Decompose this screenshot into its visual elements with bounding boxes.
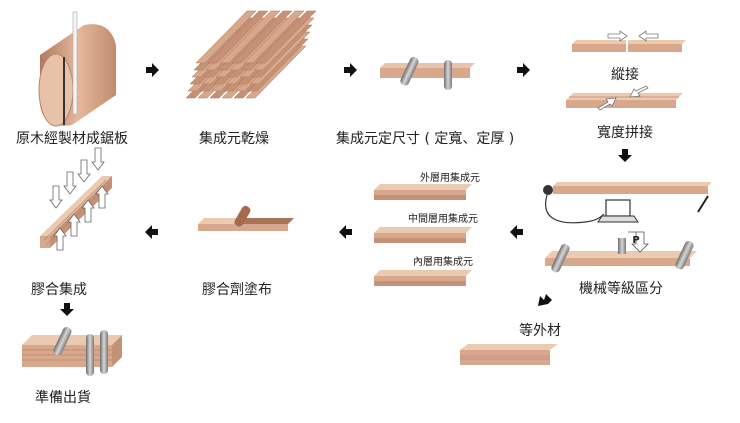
log-illustration: [38, 11, 116, 127]
arrow-diag-down-icon: [538, 294, 552, 306]
press-up-arrow-icon: [95, 185, 109, 209]
arrow-down-2-icon: [60, 303, 74, 316]
press-down-arrow-icon: [77, 159, 91, 183]
label-drying: 集成元乾燥: [199, 131, 269, 147]
width-joint-boards: [566, 85, 683, 111]
label-width-joint: 寬度拼接: [597, 125, 653, 141]
dried-lumber-stack: [185, 10, 317, 99]
stack-board: [231, 10, 293, 64]
label-outer-lamina: 外層用集成元: [420, 173, 480, 184]
arrow-left-2-icon: [339, 225, 352, 239]
arrow-left-3-icon: [145, 225, 158, 239]
arrow-right-2-icon: [344, 63, 357, 77]
off-grade-stack: [460, 344, 558, 365]
arrow-down-1-icon: [618, 149, 632, 162]
press-down-arrow-icon: [49, 185, 63, 209]
stack-board: [243, 10, 305, 64]
end-joint-boards: [572, 30, 686, 52]
press-down-arrow-icon: [91, 147, 105, 171]
arrow-left-1-icon: [510, 225, 523, 239]
load-marker: P: [632, 235, 639, 246]
label-inner-lamina: 內層用集成元: [413, 257, 473, 268]
stack-board: [219, 10, 281, 64]
inner-lamina: [374, 270, 472, 286]
press-up-arrow-icon: [81, 199, 95, 223]
label-pressing: 膠合集成: [31, 282, 87, 298]
stack-board: [195, 10, 257, 64]
stack-board: [207, 10, 269, 64]
glue-spreading: [198, 205, 294, 231]
label-glue: 膠合劑塗布: [202, 282, 272, 298]
mechanical-grading: P: [543, 182, 712, 273]
stack-board: [255, 10, 317, 64]
label-off-grade: 等外材: [519, 323, 561, 339]
outer-lamina: [374, 184, 472, 200]
label-shipping: 準備出貨: [35, 390, 91, 406]
press-up-arrow-icon: [53, 227, 67, 251]
arrow-right-3-icon: [517, 63, 530, 77]
finished-beam: [22, 327, 122, 376]
label-middle-lamina: 中間層用集成元: [408, 214, 478, 225]
label-sizing: 集成元定尺寸 ( 定寬、定厚 ): [336, 131, 515, 147]
middle-lamina: [374, 227, 472, 243]
label-end-joint: 縱接: [611, 67, 639, 83]
sizing-board: [380, 57, 475, 90]
label-grading: 機械等級區分: [579, 281, 663, 297]
flow-arrows: [60, 63, 632, 316]
arrow-right-1-icon: [146, 63, 159, 77]
press-up-arrow-icon: [67, 213, 81, 237]
label-log-sawing: 原木經製材成鋸板: [16, 131, 128, 147]
clamping-press: [40, 147, 112, 251]
press-down-arrow-icon: [63, 171, 77, 195]
